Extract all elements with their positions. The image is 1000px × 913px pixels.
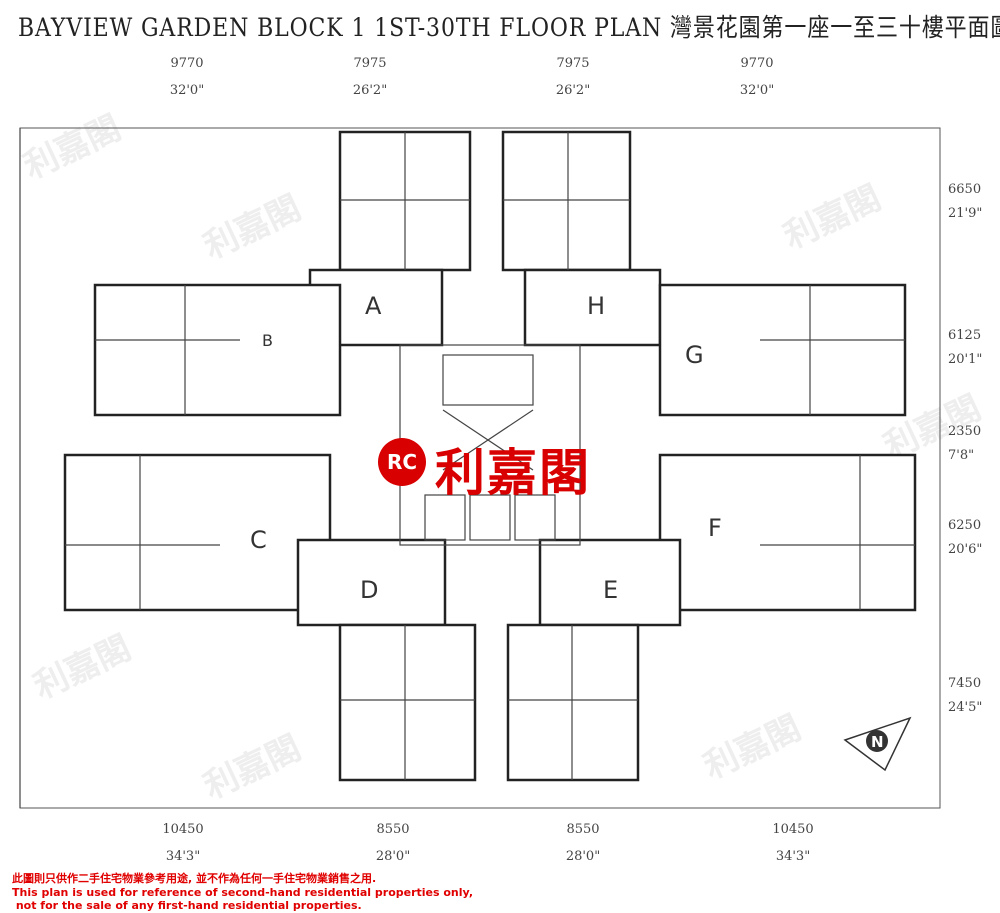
unit-g <box>658 283 907 417</box>
dim-mm: 6650 <box>948 182 982 197</box>
dim-mm: 6250 <box>948 518 982 533</box>
unit-label-h: H <box>587 292 605 320</box>
dim-ft: 34'3" <box>165 849 201 864</box>
disclaimer-en-2: not for the sale of any first-hand resid… <box>12 899 362 912</box>
dim-mm: 7450 <box>948 676 982 691</box>
dim-mm: 7975 <box>556 56 590 71</box>
dim-mm: 6125 <box>948 328 982 343</box>
dim-mm: 8550 <box>566 822 600 837</box>
dim-ft: 21'9" <box>948 206 983 221</box>
disclaimer-en-1: This plan is used for reference of secon… <box>12 885 474 899</box>
dim-ft: 34'3" <box>775 849 811 864</box>
logo-text: 利嘉閣 <box>435 444 591 502</box>
dim-ft: 26'2" <box>352 83 388 98</box>
unit-b <box>93 283 342 417</box>
dim-mm: 9770 <box>740 56 774 71</box>
unit-label-g: G <box>685 341 704 369</box>
dim-mm: 7975 <box>353 56 387 71</box>
unit-label-d: D <box>360 576 378 604</box>
interior-walls <box>19 128 915 808</box>
unit-h-tower <box>501 130 632 272</box>
unit-label-b: B <box>262 331 273 350</box>
unit-d-tower <box>338 623 477 782</box>
dim-ft: 7'8" <box>948 448 975 463</box>
logo-mark: RC <box>378 438 426 486</box>
lift <box>469 494 511 541</box>
unit-d-body <box>296 538 447 627</box>
dim-mm: 10450 <box>772 822 814 837</box>
lift <box>514 494 556 541</box>
dim-mm: 9770 <box>170 56 204 71</box>
unit-f <box>658 453 917 612</box>
north-label: N <box>871 733 884 751</box>
dim-mm: 8550 <box>376 822 410 837</box>
dim-mm: 10450 <box>162 822 204 837</box>
dim-mm: 2350 <box>948 424 982 439</box>
staircase <box>442 354 534 406</box>
dim-ft: 32'0" <box>739 83 775 98</box>
unit-labels: A B C D E F G H <box>250 292 722 604</box>
dim-ft: 28'0" <box>565 849 601 864</box>
dim-ft: 20'1" <box>948 352 983 367</box>
unit-label-a: A <box>365 292 382 320</box>
dim-ft: 24'5" <box>948 700 983 715</box>
unit-e-body <box>538 538 682 627</box>
dim-ft: 26'2" <box>555 83 591 98</box>
page-title: BAYVIEW GARDEN BLOCK 1 1ST-30TH FLOOR PL… <box>18 13 1000 42</box>
unit-label-c: C <box>250 526 267 554</box>
unit-label-f: F <box>708 514 722 542</box>
dim-ft: 20'6" <box>948 542 983 557</box>
dim-ft: 28'0" <box>375 849 411 864</box>
unit-label-e: E <box>603 576 618 604</box>
unit-outlines <box>63 130 917 782</box>
disclaimer-zh: 此圖則只供作二手住宅物業參考用途, 並不作為任何一手住宅物業銷售之用. <box>12 872 377 885</box>
dim-ft: 32'0" <box>169 83 205 98</box>
unit-e-tower <box>506 623 640 782</box>
lift <box>424 494 466 541</box>
disclaimer: 此圖則只供作二手住宅物業參考用途, 並不作為任何一手住宅物業銷售之用. This… <box>12 872 473 913</box>
unit-c <box>63 453 332 612</box>
north-arrow: N <box>843 716 912 772</box>
